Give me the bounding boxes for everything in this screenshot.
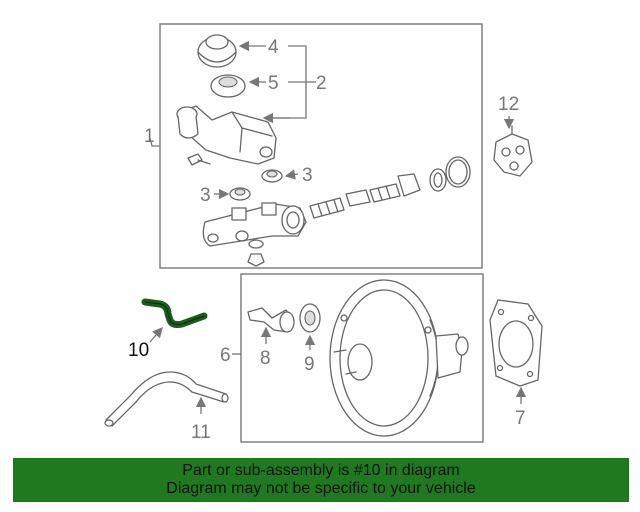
reservoir-strainer: [210, 74, 246, 98]
callout-3-upper[interactable]: 3: [302, 165, 313, 186]
callout-1[interactable]: 1: [144, 126, 155, 147]
banner-line-disclaimer: Diagram may not be specific to your vehi…: [166, 480, 476, 497]
booster-gasket: [489, 299, 543, 387]
master-cylinder-piston: [309, 173, 421, 219]
vacuum-hose-long: [104, 371, 229, 427]
callout-4[interactable]: 4: [268, 37, 279, 58]
vacuum-hose-highlighted: [141, 298, 208, 328]
callout-3-lower[interactable]: 3: [200, 185, 211, 206]
callout-11[interactable]: 11: [191, 422, 211, 443]
brake-fluid-reservoir: [176, 105, 277, 165]
reservoir-cap: [197, 34, 237, 68]
part-info-banner: Part or sub-assembly is #10 in diagram D…: [13, 458, 629, 502]
callout-10-highlighted[interactable]: 10: [128, 340, 149, 361]
callout-12[interactable]: 12: [498, 94, 519, 115]
master-cylinder-body: [202, 202, 307, 267]
banner-line-part: Part or sub-assembly is #10 in diagram: [182, 462, 460, 479]
grommet-lower: [229, 187, 251, 201]
vacuum-hose-outline: [144, 301, 205, 325]
check-valve-grommet: [299, 303, 321, 333]
proportioning-valve: [493, 125, 533, 177]
check-valve: [247, 307, 295, 333]
callout-6[interactable]: 6: [220, 345, 231, 366]
brake-booster: [329, 279, 469, 437]
piston-seal-ring: [429, 168, 447, 192]
callout-2[interactable]: 2: [316, 73, 327, 94]
booster-group-box: [240, 273, 484, 443]
grommet-upper: [261, 169, 283, 183]
o-ring: [445, 156, 471, 188]
callout-9[interactable]: 9: [304, 354, 315, 375]
callout-5[interactable]: 5: [268, 73, 279, 94]
callout-7[interactable]: 7: [515, 408, 526, 429]
mounting-bolt: [187, 153, 211, 166]
callout-8[interactable]: 8: [260, 348, 271, 369]
